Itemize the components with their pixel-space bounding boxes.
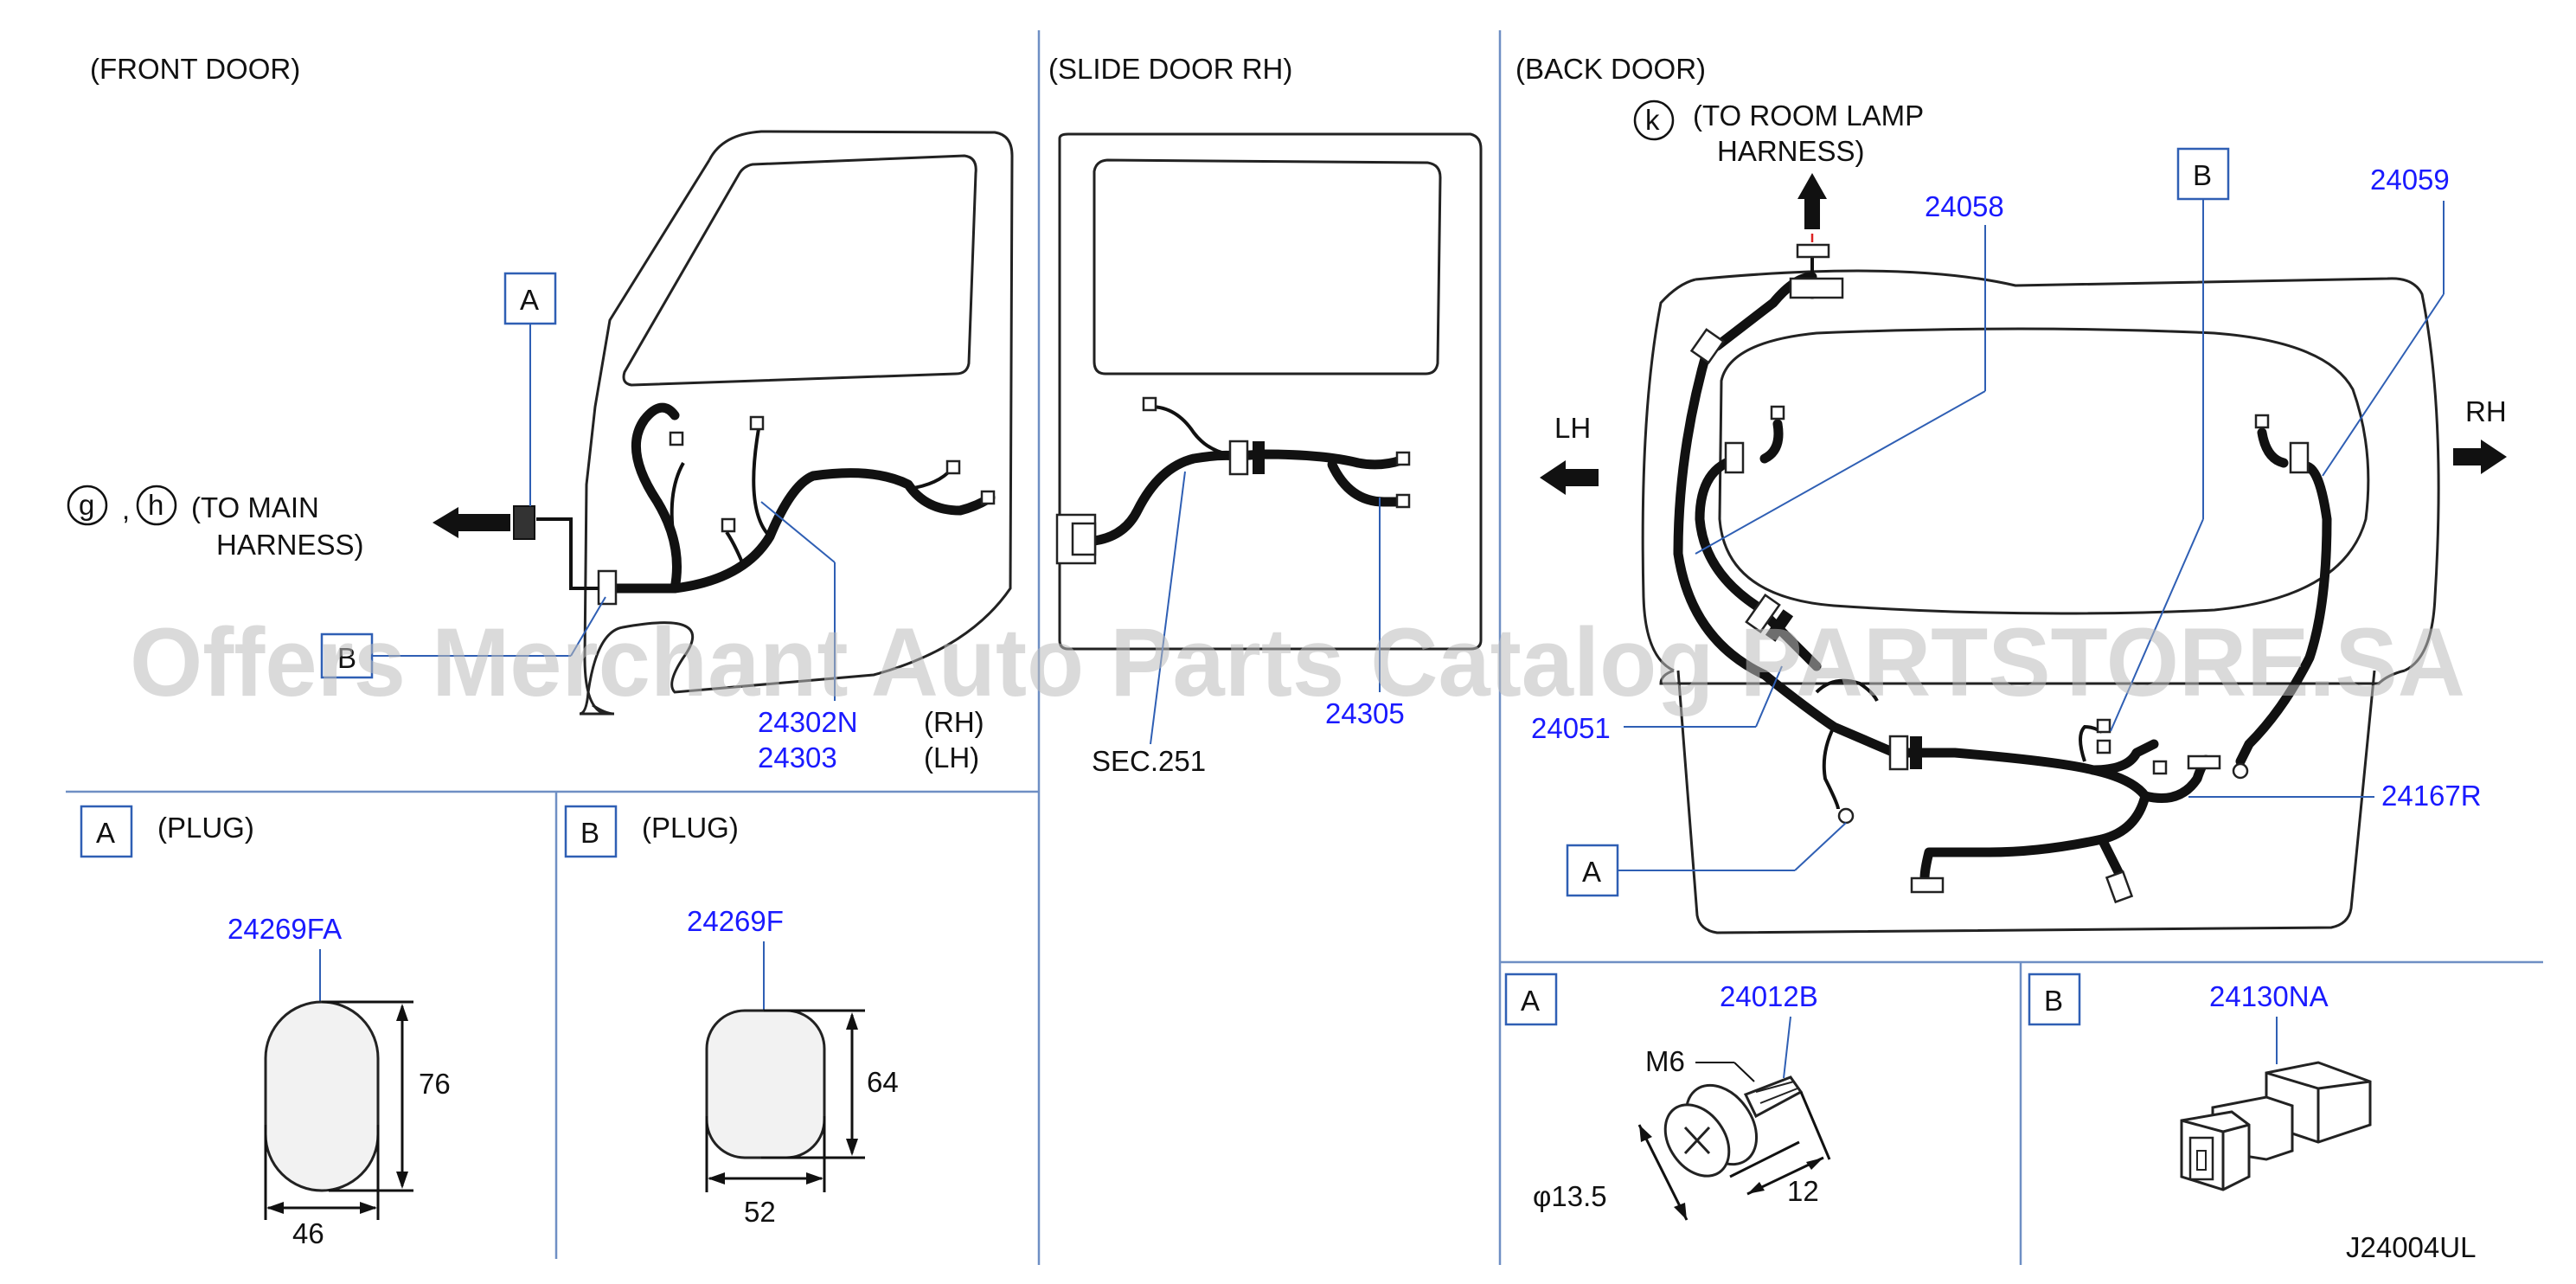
callout-g-circle (67, 485, 108, 526)
bolt-box (1504, 973, 1558, 1026)
back-box-a (1566, 844, 1619, 897)
front-box-b-label: B (337, 642, 356, 674)
callout-k-label: k (1645, 104, 1660, 136)
part-24269fa: 24269FA (227, 913, 342, 945)
plug-b-dimensions (705, 1009, 865, 1192)
part-24130na: 24130NA (2209, 980, 2329, 1012)
slide-door-title: (SLIDE DOOR RH) (1048, 53, 1292, 85)
plug-b-box (564, 805, 618, 858)
label-lh: (LH) (924, 742, 979, 774)
callout-h-label: h (148, 489, 163, 521)
plug-a-box-label: A (96, 817, 115, 849)
bolt-thread-label: M6 (1645, 1045, 1685, 1077)
part-24058: 24058 (1925, 190, 2004, 222)
back-door-drawing (1641, 173, 2440, 934)
plug-b-width: 52 (744, 1196, 776, 1228)
back-box-a-label: A (1582, 856, 1601, 888)
plug-a-box (80, 805, 133, 858)
part-24059: 24059 (2370, 164, 2450, 196)
panel-dividers (66, 30, 2543, 1265)
connector-shape (2180, 1061, 2372, 1191)
bolt-dimensions (1637, 1091, 1831, 1221)
plug-b-shape (705, 1009, 826, 1159)
arrow-left-icon (1540, 460, 1599, 495)
to-room-lamp-line1: (TO ROOM LAMP (1693, 100, 1924, 132)
back-box-b-label: B (2193, 159, 2212, 191)
front-box-a-label: A (520, 284, 539, 316)
front-door-drawing (433, 130, 1014, 716)
slide-door-drawing (1055, 132, 1483, 651)
part-24012b: 24012B (1720, 980, 1818, 1012)
bolt-diameter: φ13.5 (1533, 1180, 1607, 1212)
to-room-lamp-line2: HARNESS) (1717, 135, 1865, 167)
rh-direction-label: RH (2465, 395, 2507, 427)
plug-a-title: (PLUG) (157, 812, 254, 844)
callout-h-circle (136, 485, 177, 526)
front-box-a (503, 272, 557, 325)
label-rh: (RH) (924, 706, 984, 738)
callout-comma: , (122, 493, 130, 525)
plug-a-dimensions (264, 1000, 413, 1220)
plug-a-height: 76 (419, 1068, 451, 1100)
bolt-length: 12 (1787, 1175, 1819, 1207)
plug-a-width: 46 (292, 1217, 324, 1249)
part-24269f: 24269F (687, 905, 784, 937)
diagram-code: J24004UL (2346, 1231, 2476, 1263)
front-box-b (320, 632, 374, 679)
sec-251-label: SEC.251 (1092, 745, 1206, 777)
plug-b-height: 64 (867, 1066, 899, 1098)
front-door-title: (FRONT DOOR) (90, 53, 300, 85)
part-24167r: 24167R (2381, 780, 2482, 812)
callout-g-label: g (79, 489, 94, 521)
arrow-right-icon (2453, 440, 2507, 474)
bolt-shape (1663, 1075, 1804, 1178)
part-24305: 24305 (1325, 697, 1405, 729)
lh-direction-label: LH (1554, 412, 1591, 444)
back-box-b (2176, 147, 2230, 201)
connector-box-label: B (2044, 985, 2063, 1017)
to-main-harness-line1: (TO MAIN (191, 491, 319, 523)
back-door-title: (BACK DOOR) (1515, 53, 1706, 85)
plug-b-box-label: B (580, 817, 599, 849)
bolt-box-label: A (1521, 985, 1540, 1017)
to-main-harness-line2: HARNESS) (216, 529, 364, 561)
part-24302n: 24302N (758, 706, 858, 738)
connector-box (2028, 973, 2081, 1026)
watermark-text: Offers Merchant Auto Parts Catalog PARTS… (130, 608, 2465, 716)
part-24051: 24051 (1531, 712, 1611, 744)
plug-a-shape (264, 1000, 380, 1192)
callout-k-circle (1633, 100, 1675, 141)
plug-b-title: (PLUG) (642, 812, 739, 844)
part-24303: 24303 (758, 742, 837, 774)
